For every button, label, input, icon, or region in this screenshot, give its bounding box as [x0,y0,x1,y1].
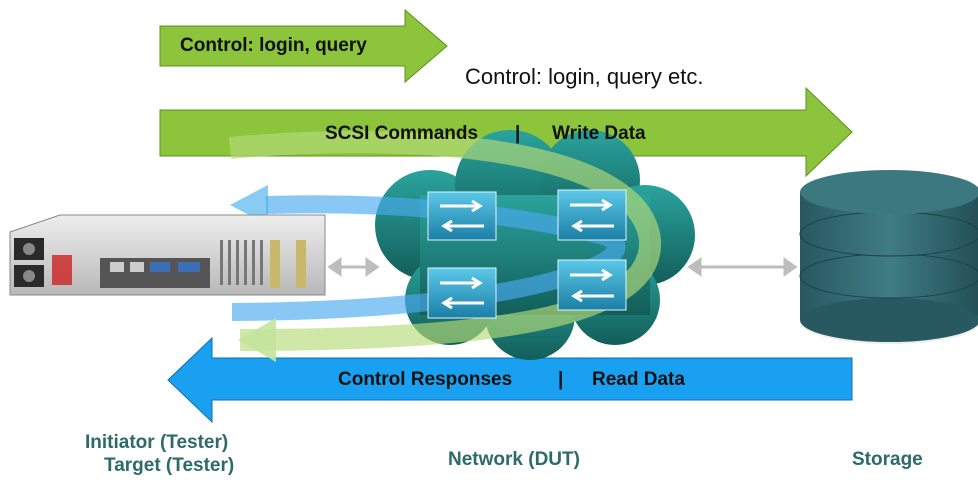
storage-caption: Storage [852,449,923,470]
control-responses-arrow [167,336,853,424]
network-caption: Network (DUT) [448,449,580,470]
read-data-label: Read Data [592,369,685,390]
double-arrow-icon [327,257,380,277]
switch-icon [427,267,497,319]
responses-separator: | [558,369,564,390]
control-annotation: Control: login, query etc. [465,64,704,89]
control-request-label: Control: login, query [180,35,367,56]
switch-icon [427,191,497,241]
initiator-caption: Initiator (Tester) [85,432,229,453]
scsi-separator: | [515,123,521,144]
control-responses-label: Control Responses [338,369,513,390]
double-arrow-icon [687,257,798,277]
target-caption: Target (Tester) [104,455,235,476]
scsi-commands-label: SCSI Commands [325,123,479,144]
control-request-arrow [159,8,448,84]
database-icon [799,170,978,344]
rack-server-icon [9,214,326,296]
switch-icon [557,189,627,241]
write-flow-curve [228,130,662,351]
write-data-label: Write Data [552,123,646,144]
write-flow-head [238,318,276,362]
switch-icon [557,259,627,311]
